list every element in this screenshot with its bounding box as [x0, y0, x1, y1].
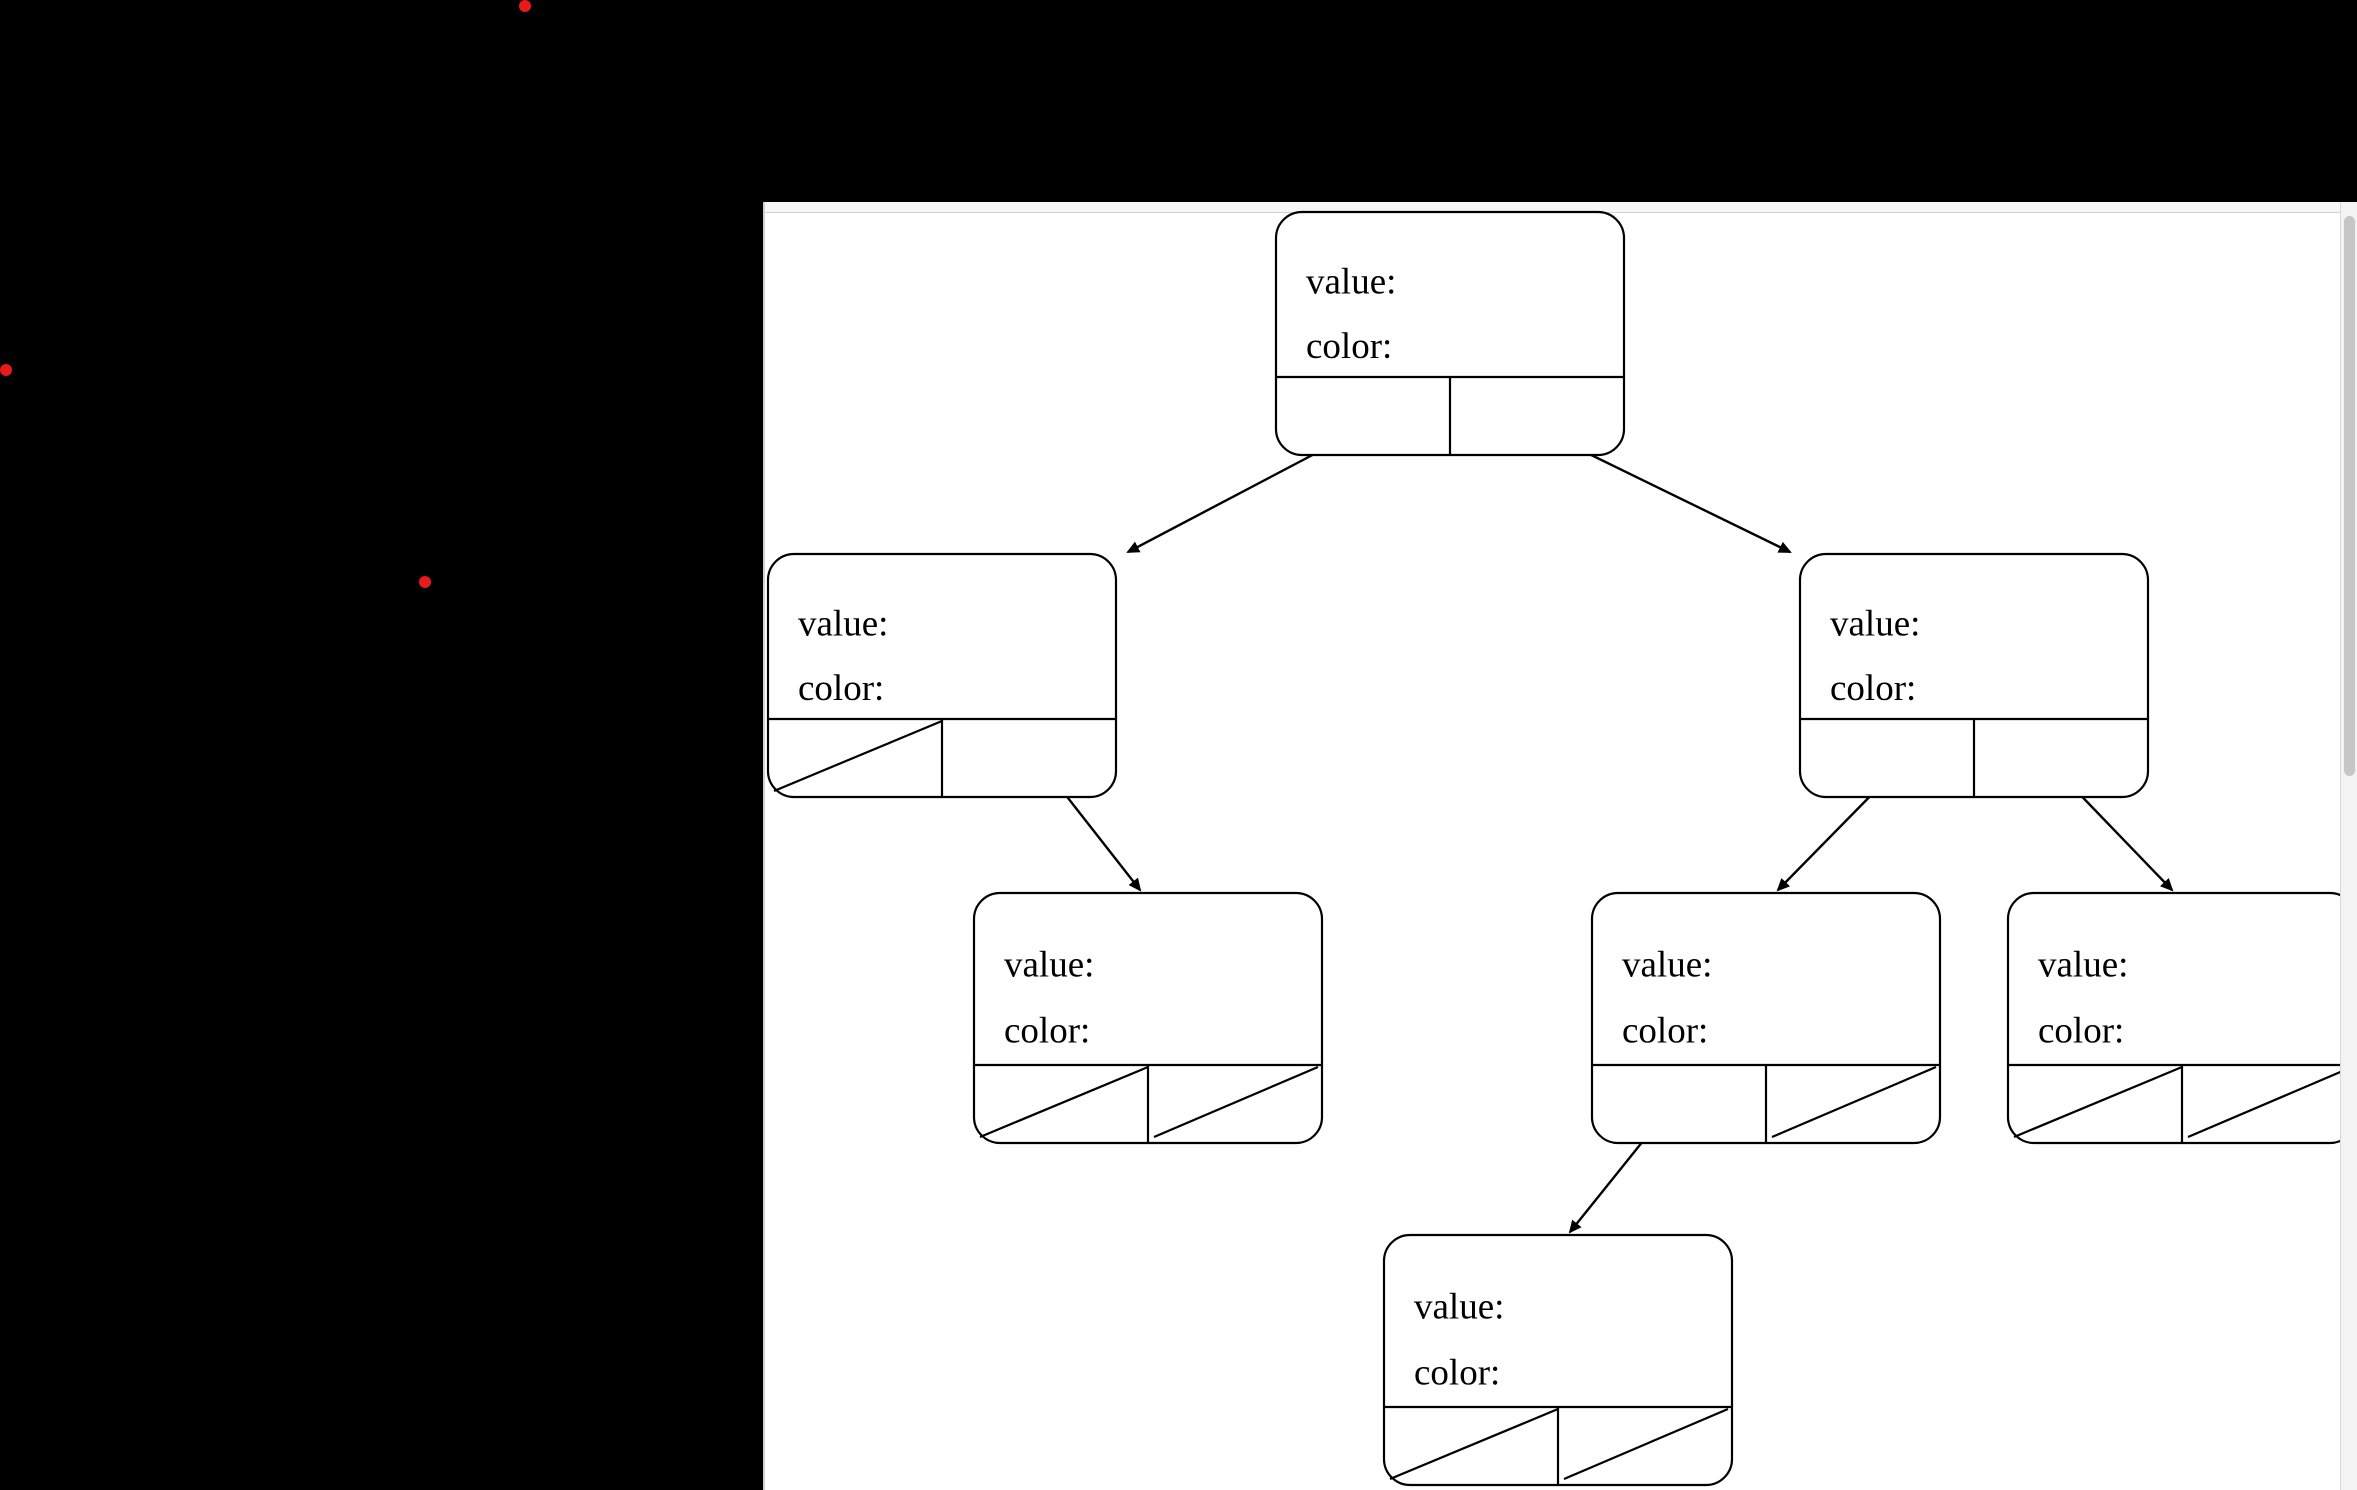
tree-node-right: value: color:: [1798, 552, 2150, 799]
diagram-panel: value:color:value:color:value:color:valu…: [763, 202, 2357, 1490]
tree-node-right-right-value-label: value:: [2038, 944, 2128, 985]
tree-node-right-value-label: value:: [1830, 603, 1920, 644]
nodes-layer: value:color:value:color:value:color:valu…: [766, 210, 2357, 1487]
diagram-canvas: value:color:value:color:value:color:valu…: [763, 202, 2357, 1490]
tree-node-left-color-label: color:: [798, 668, 884, 709]
tree-node-deep-right-null-slash: [1563, 1407, 1729, 1481]
tree-node-left-right-right-null-slash: [1153, 1065, 1319, 1139]
tree-node-left-right: value: color:: [972, 891, 1324, 1145]
tree-node-left-right-color-label: color:: [1004, 1011, 1090, 1052]
binary-tree-svg: value:color:value:color:value:color:valu…: [766, 210, 2357, 1487]
tree-node-root-value-label: value:: [1306, 261, 1396, 302]
tree-node-left-left-null-slash: [773, 719, 943, 793]
tree-node-deep-color-label: color:: [1414, 1353, 1500, 1394]
tree-node-left: value: color:: [766, 552, 1118, 799]
tree-node-right-right-right-null-slash: [2187, 1065, 2353, 1139]
edge-right-right: [2065, 779, 2174, 892]
tree-node-right-right-left-null-slash: [2013, 1065, 2183, 1139]
tree-node-deep-value-label: value:: [1414, 1286, 1504, 1327]
edge-right-left: [1776, 779, 1887, 892]
tree-node-right-left-color-label: color:: [1622, 1011, 1708, 1052]
tree-node-right-color-label: color:: [1830, 668, 1916, 709]
tree-node-right-left: value: color:: [1590, 891, 1942, 1145]
tree-node-right-left-right-null-slash: [1771, 1065, 1937, 1139]
tree-node-right-left-value-label: value:: [1622, 944, 1712, 985]
tree-node-root-color-label: color:: [1306, 326, 1392, 367]
marker-dot-left: [0, 364, 12, 376]
vertical-scrollbar-track[interactable]: [2340, 202, 2357, 1490]
vertical-scrollbar-thumb[interactable]: [2344, 216, 2355, 776]
tree-node-deep: value: color:: [1382, 1233, 1734, 1487]
tree-node-root: value: color:: [1274, 210, 1626, 457]
marker-dot-mid: [419, 576, 431, 588]
tree-node-left-right-left-null-slash: [979, 1065, 1149, 1139]
marker-dot-top: [519, 0, 531, 12]
tree-node-left-value-label: value:: [798, 603, 888, 644]
tree-node-left-right-value-label: value:: [1004, 944, 1094, 985]
panel-left-edge: [763, 202, 765, 1490]
tree-node-right-right: value: color:: [2006, 891, 2357, 1145]
tree-node-right-right-color-label: color:: [2038, 1011, 2124, 1052]
tree-node-deep-left-null-slash: [1389, 1407, 1559, 1481]
